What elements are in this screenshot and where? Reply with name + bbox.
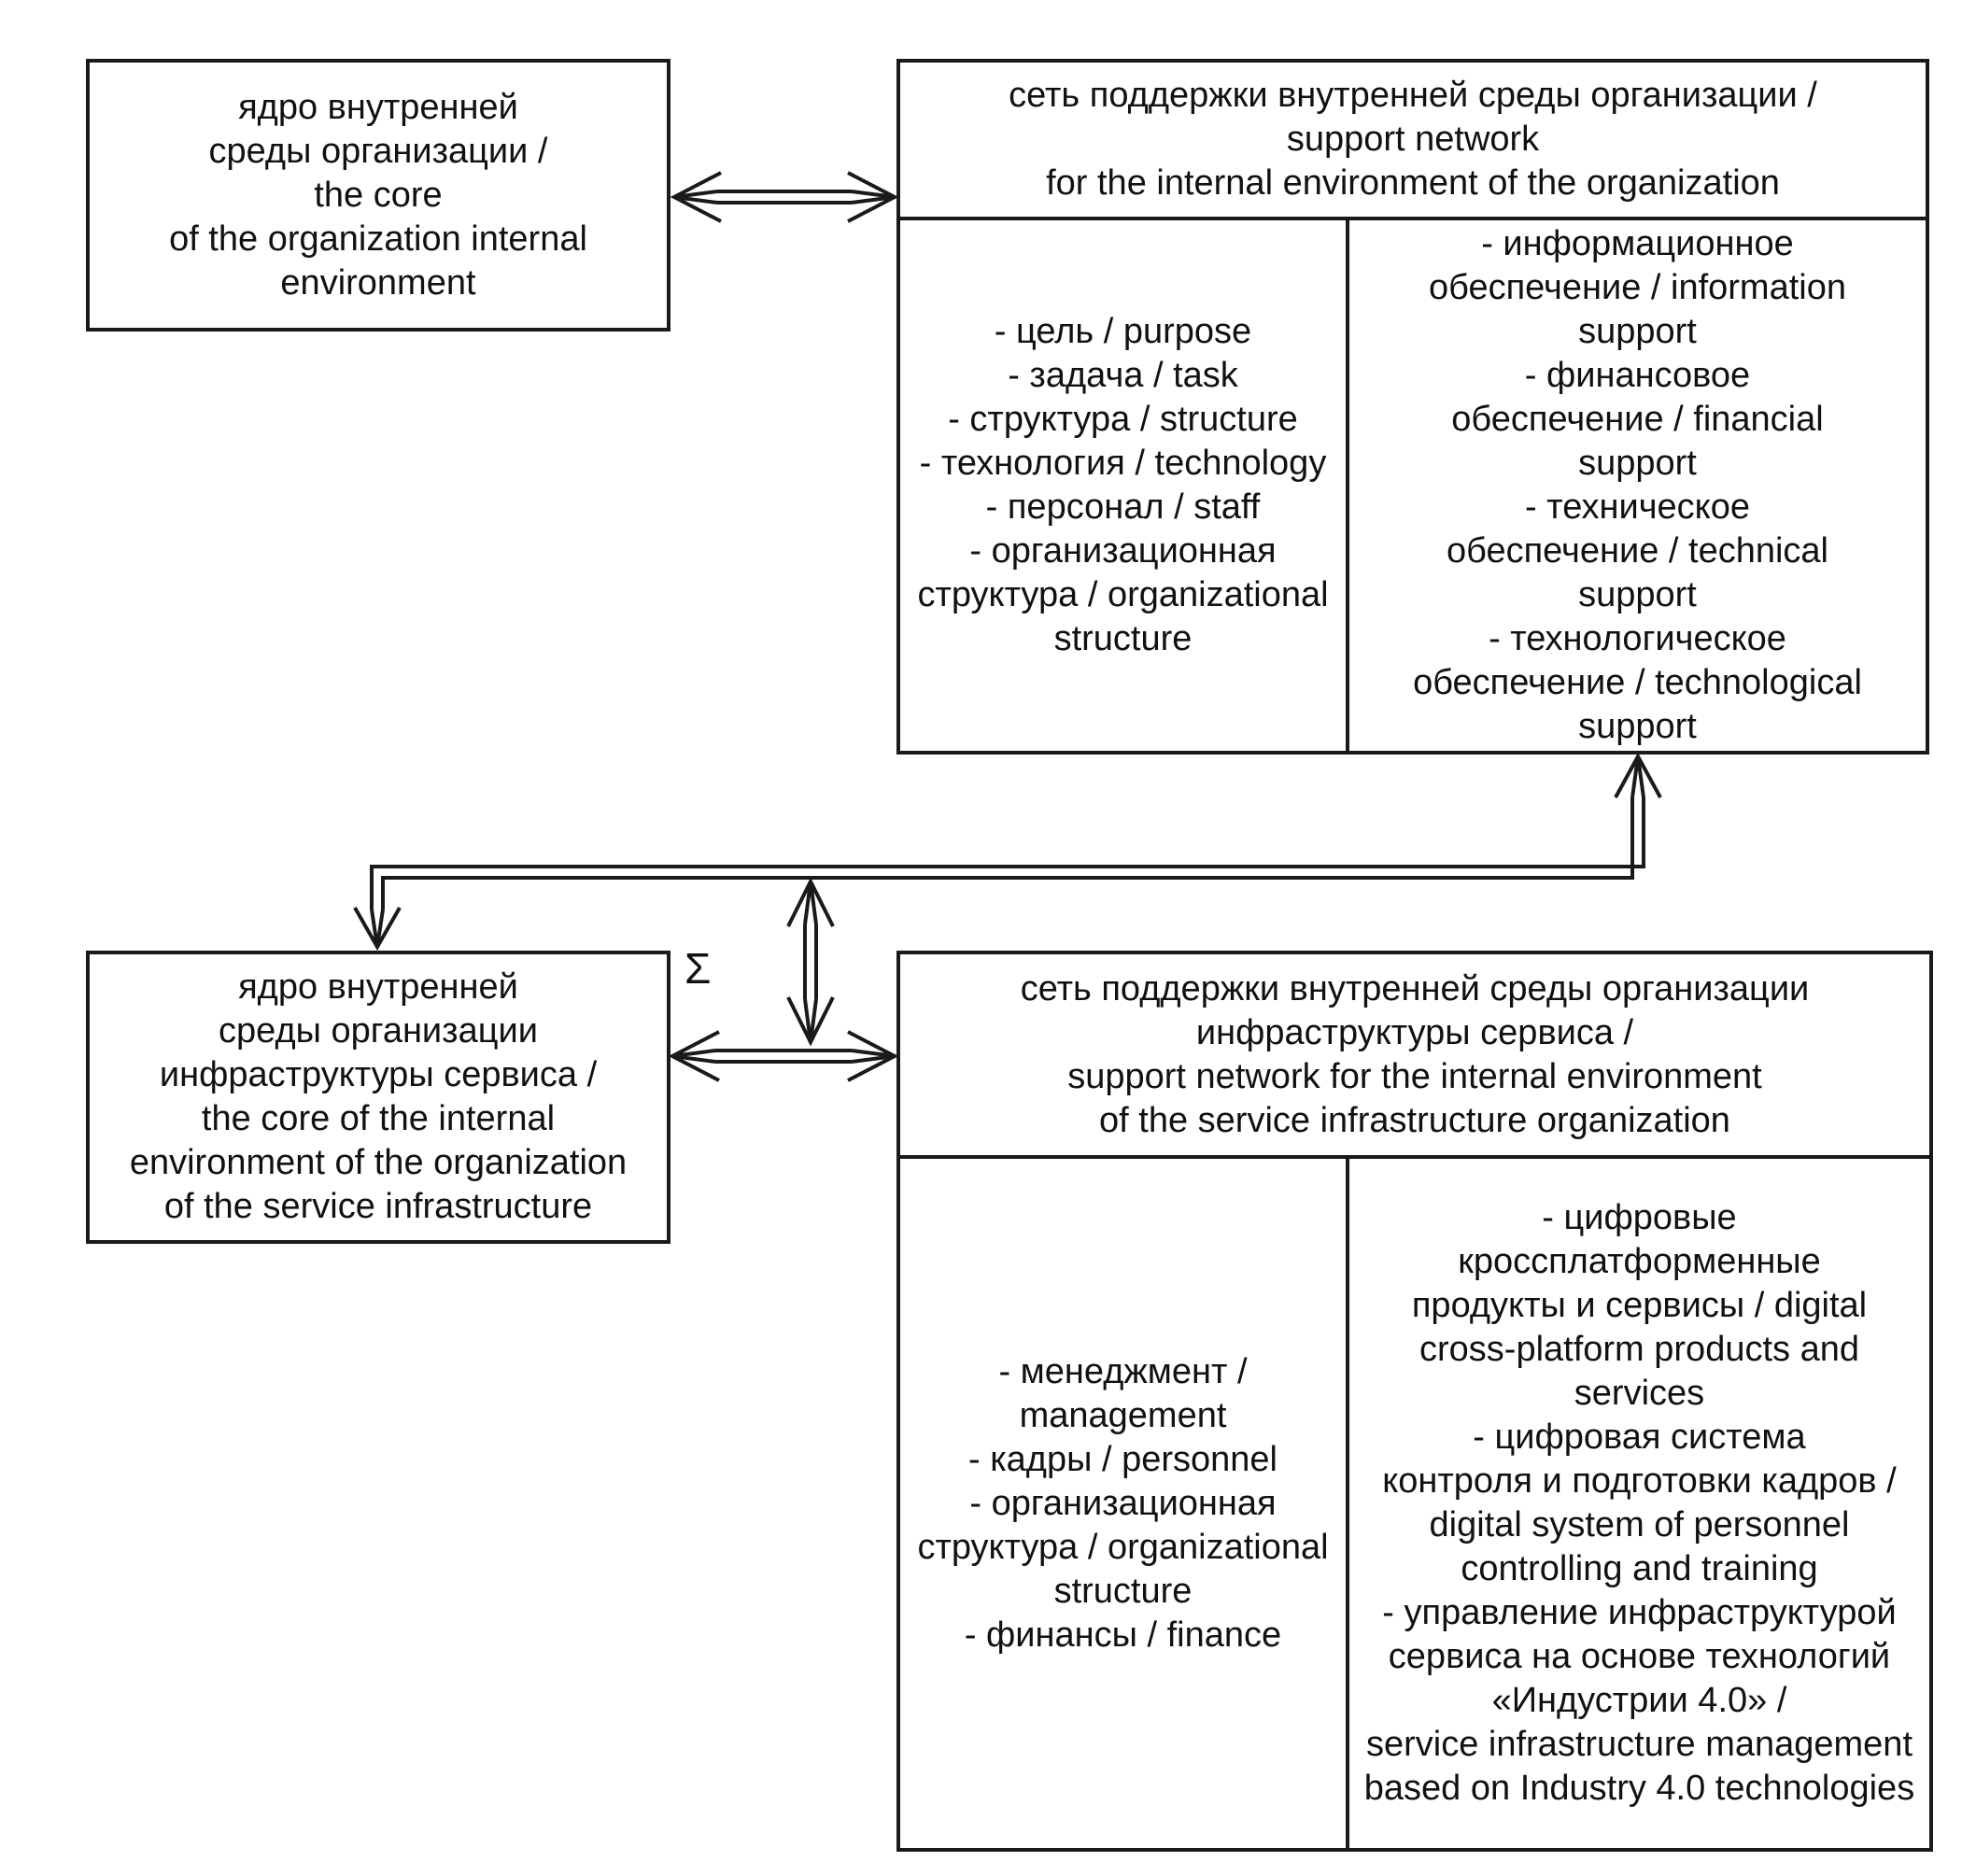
box-support-network-service-infrastructure-title: сеть поддержки внутренней среды организа… xyxy=(900,954,1929,1159)
box-support-network-service-infrastructure: сеть поддержки внутренней среды организа… xyxy=(896,951,1933,1852)
arrow-top-horizontal xyxy=(670,171,899,223)
support-service-items-right: - цифровые кроссплатформенные продукты и… xyxy=(1363,1198,1915,1808)
box-support-network-service-infrastructure-body: - менеджмент / management - кадры / pers… xyxy=(900,1159,1929,1848)
box-core-service-infrastructure-label: ядро внутренней среды организации инфрас… xyxy=(129,967,628,1226)
support-service-items-left: - менеджмент / management - кадры / pers… xyxy=(900,1159,1349,1848)
box-support-network-organization-title: сеть поддержки внутренней среды организа… xyxy=(900,63,1926,220)
box-core-internal-environment-label: ядро внутренней среды организации / the … xyxy=(169,87,587,303)
arrow-bottom-horizontal xyxy=(668,1030,899,1082)
box-core-service-infrastructure: ядро внутренней среды организации инфрас… xyxy=(86,951,670,1244)
box-support-network-organization-body: - цель / purpose - задача / task - струк… xyxy=(900,220,1926,751)
support-org-items-right: - информационное обеспечение / informati… xyxy=(1413,224,1862,746)
arrow-elbow-connector xyxy=(353,752,1662,952)
box-support-network-organization: сеть поддержки внутренней среды организа… xyxy=(896,59,1929,755)
sigma-label: Σ xyxy=(685,944,712,993)
arrow-middle-vertical xyxy=(786,877,835,1047)
box-core-internal-environment: ядро внутренней среды организации / the … xyxy=(86,59,670,331)
support-org-items-left: - цель / purpose - задача / task - струк… xyxy=(900,220,1349,751)
